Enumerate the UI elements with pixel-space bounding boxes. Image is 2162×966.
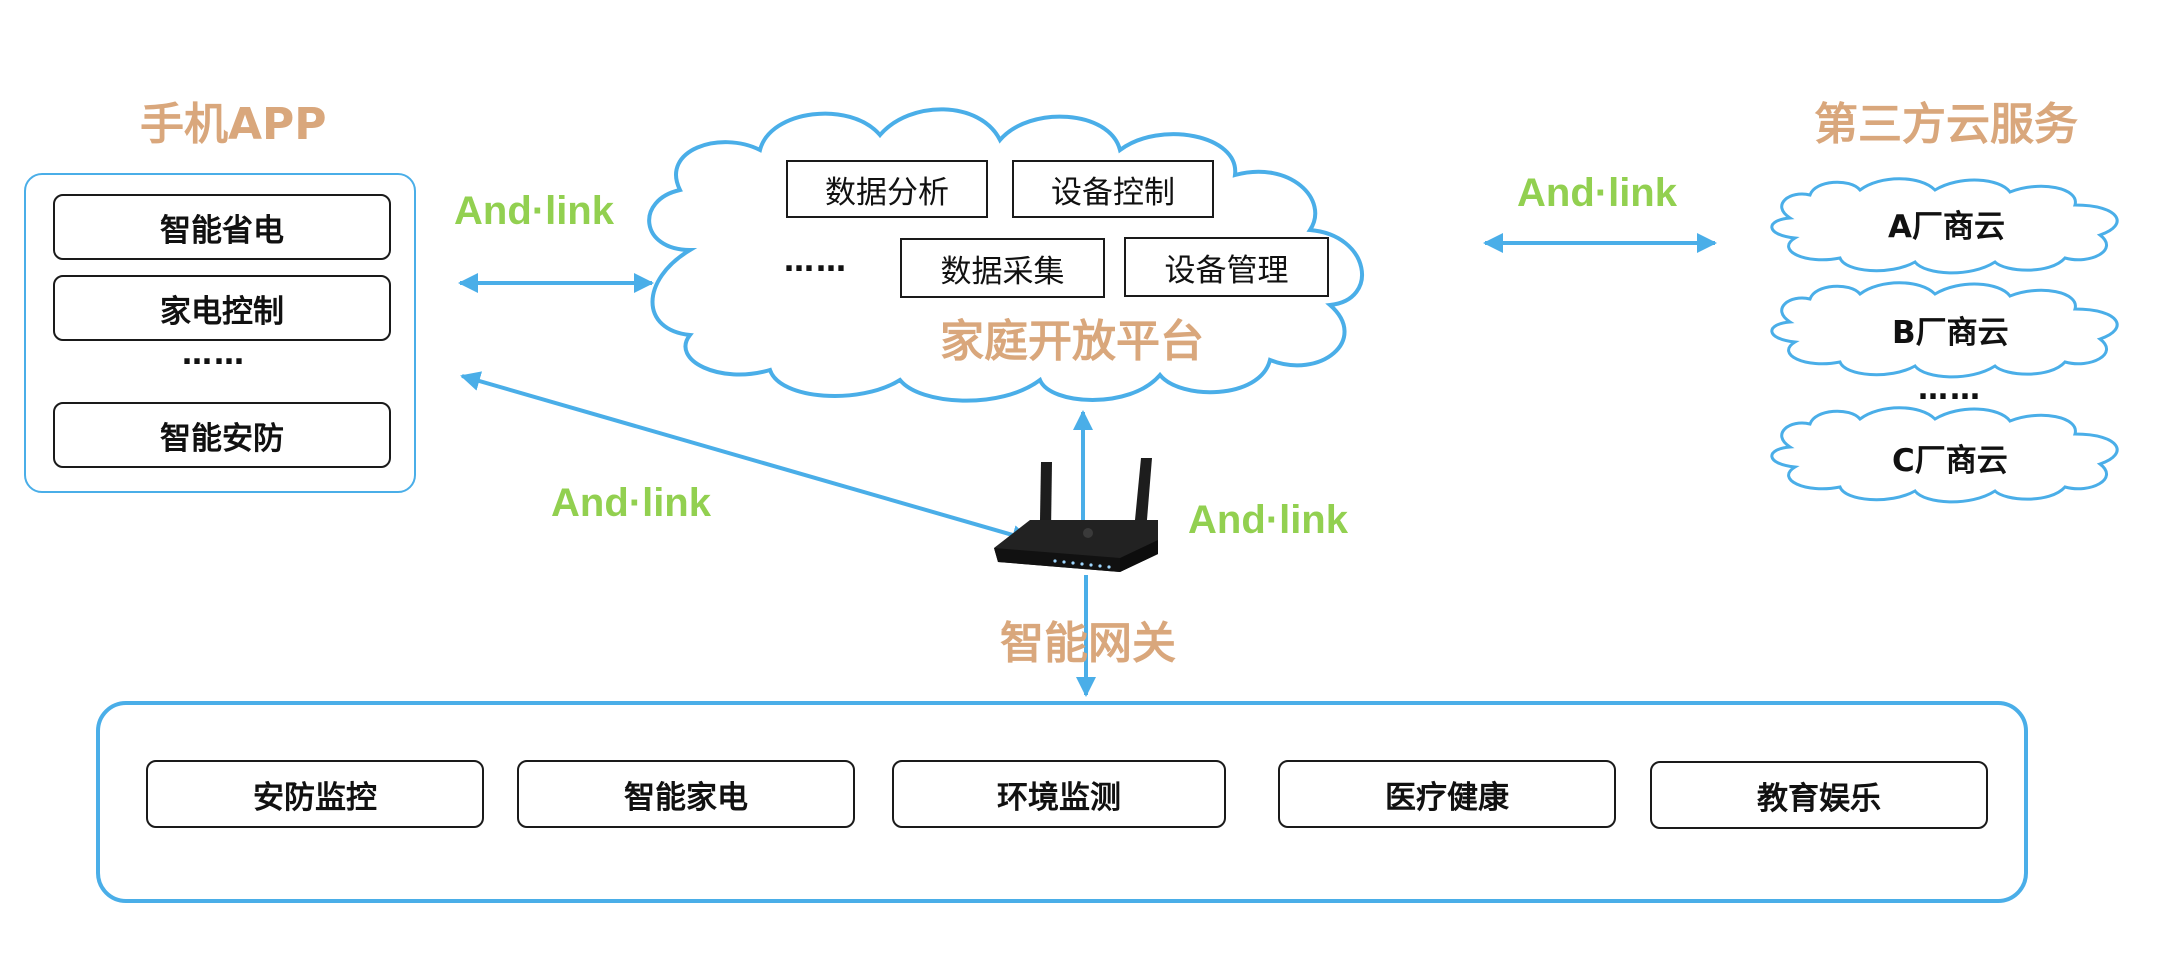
platform-box-data-analysis: 数据分析 bbox=[786, 160, 988, 218]
cloud-label-a: A厂商云 bbox=[1888, 209, 2005, 245]
cloud-label-b: B厂商云 bbox=[1892, 315, 2009, 351]
gateway-label: 智能网关 bbox=[1000, 618, 1176, 669]
arrow-app-gateway bbox=[460, 371, 1032, 545]
third-party-title: 第三方云服务 bbox=[1814, 99, 2078, 150]
platform-ellipsis: …… bbox=[784, 244, 848, 279]
device-item-healthcare: 医疗健康 bbox=[1278, 760, 1616, 828]
app-ellipsis: …… bbox=[182, 337, 246, 372]
app-item-appliance-control: 家电控制 bbox=[53, 275, 391, 341]
platform-box-device-control: 设备控制 bbox=[1012, 160, 1214, 218]
device-item-smart-appliance: 智能家电 bbox=[517, 760, 855, 828]
cloud-shape-b bbox=[1770, 281, 2119, 379]
app-section-title: 手机APP bbox=[140, 99, 327, 150]
andlink-label-app-gateway: And·link bbox=[551, 481, 711, 525]
device-item-security-monitoring: 安防监控 bbox=[146, 760, 484, 828]
cloud-label-c: C厂商云 bbox=[1892, 443, 2008, 479]
cloud-shape-a bbox=[1770, 177, 2119, 275]
andlink-label-app-platform: And·link bbox=[454, 189, 614, 233]
andlink-label-platform-cloud: And·link bbox=[1517, 171, 1677, 215]
platform-box-device-management: 设备管理 bbox=[1124, 237, 1329, 297]
device-item-environment-monitoring: 环境监测 bbox=[892, 760, 1226, 828]
andlink-label-gateway-platform: And·link bbox=[1188, 498, 1348, 542]
device-item-education-entertainment: 教育娱乐 bbox=[1650, 761, 1988, 829]
cloud-ellipsis: …… bbox=[1918, 372, 1982, 407]
wifi-router-icon bbox=[994, 458, 1158, 572]
platform-label: 家庭开放平台 bbox=[940, 316, 1204, 367]
cloud-shape-c bbox=[1770, 406, 2119, 504]
platform-box-data-collection: 数据采集 bbox=[900, 238, 1105, 298]
app-item-security: 智能安防 bbox=[53, 402, 391, 468]
app-item-power-saving: 智能省电 bbox=[53, 194, 391, 260]
